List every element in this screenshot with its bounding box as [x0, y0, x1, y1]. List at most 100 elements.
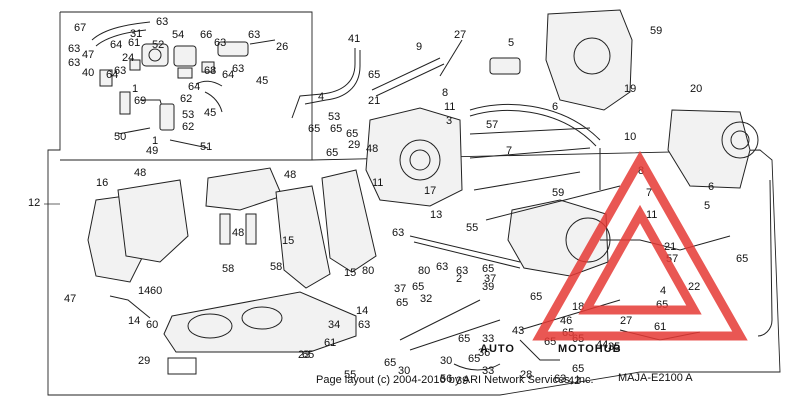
callout-9: 9	[416, 41, 422, 53]
callout-8: 8	[442, 87, 448, 99]
callout-67: 67	[74, 22, 86, 34]
callout-43: 43	[512, 325, 524, 337]
callout-39: 39	[482, 281, 494, 293]
callout-59: 59	[552, 187, 564, 199]
callout-6: 6	[708, 181, 714, 193]
callout-29: 29	[138, 355, 150, 367]
callout-65: 65	[572, 363, 584, 375]
callout-60: 60	[150, 285, 162, 297]
callout-4: 4	[318, 91, 324, 103]
callout-55: 55	[466, 222, 478, 234]
callout-48: 48	[134, 167, 146, 179]
callout-65: 65	[468, 353, 480, 365]
diagram-frame	[44, 11, 781, 396]
callout-80: 80	[362, 265, 374, 277]
callout-63: 63	[392, 227, 404, 239]
callout-65: 65	[458, 333, 470, 345]
callout-68: 68	[204, 65, 216, 77]
callout-64: 64	[110, 39, 122, 51]
callout-1: 1	[152, 135, 158, 147]
callout-61: 61	[654, 321, 666, 333]
callout-52: 52	[152, 39, 164, 51]
watermark-auto-text: AUTO	[480, 343, 515, 355]
throttle-cable-group	[291, 39, 601, 190]
callout-15: 15	[344, 267, 356, 279]
callout-65: 65	[412, 281, 424, 293]
callout-45: 45	[256, 75, 268, 87]
callout-64: 64	[188, 81, 200, 93]
callout-40: 40	[82, 67, 94, 79]
callout-48: 48	[284, 169, 296, 181]
callout-26: 26	[276, 41, 288, 53]
callout-63: 63	[114, 65, 126, 77]
callout-63: 63	[68, 43, 80, 55]
callout-66: 66	[200, 29, 212, 41]
callout-8: 8	[638, 165, 644, 177]
callout-65: 65	[330, 123, 342, 135]
callout-47: 47	[64, 293, 76, 305]
callout-65: 65	[396, 297, 408, 309]
diagram-code: MAJA-E2100 A	[618, 372, 693, 384]
callout-17: 17	[424, 185, 436, 197]
carburetor-bodies	[365, 9, 759, 277]
callout-64: 64	[222, 69, 234, 81]
callout-24: 24	[122, 52, 134, 64]
callout-27: 27	[620, 315, 632, 327]
callout-13: 13	[430, 209, 442, 221]
callout-62: 62	[182, 121, 194, 133]
callout-15: 15	[282, 235, 294, 247]
callout-11: 11	[646, 209, 657, 221]
callout-65: 65	[530, 291, 542, 303]
callout-80: 80	[418, 265, 430, 277]
callout-4: 4	[660, 285, 666, 297]
callout-36: 36	[478, 347, 490, 359]
callout-5: 5	[704, 200, 710, 212]
callout-10: 10	[624, 131, 636, 143]
callout-32: 32	[420, 293, 432, 305]
callout-58: 58	[270, 261, 282, 273]
callout-12: 12	[28, 197, 40, 209]
callout-39: 39	[456, 375, 468, 387]
callout-21: 21	[368, 95, 380, 107]
callout-63: 63	[554, 373, 566, 385]
callout-55: 55	[344, 369, 356, 381]
air-cleaner-case	[109, 291, 357, 375]
watermark-motohub-text: MOTOHUB	[558, 343, 622, 355]
callout-57: 57	[486, 119, 498, 131]
callout-63: 63	[156, 16, 168, 28]
callout-27: 27	[454, 29, 466, 41]
callout-63: 63	[456, 265, 468, 277]
callout-7: 7	[506, 145, 512, 157]
callout-64: 64	[106, 69, 118, 81]
callout-44: 44	[596, 339, 608, 351]
callout-6: 6	[552, 101, 558, 113]
callout-69: 69	[134, 95, 146, 107]
callout-51: 51	[200, 141, 212, 153]
callout-65: 65	[482, 263, 494, 275]
callout-62: 62	[180, 93, 192, 105]
callout-30: 30	[440, 355, 452, 367]
callout-35: 35	[608, 341, 620, 353]
callout-63: 63	[436, 261, 448, 273]
callout-61: 61	[324, 337, 336, 349]
callout-61: 61	[128, 37, 140, 49]
callout-37: 37	[394, 283, 406, 295]
callout-65: 65	[736, 253, 748, 265]
callout-65: 65	[302, 349, 314, 361]
callout-14: 14	[128, 315, 140, 327]
callout-45: 45	[204, 107, 216, 119]
callout-22: 22	[688, 281, 700, 293]
callout-63: 63	[358, 319, 370, 331]
callout-11: 11	[444, 101, 455, 113]
callout-23: 23	[298, 349, 310, 361]
callout-63: 63	[232, 63, 244, 75]
callout-31: 31	[130, 28, 142, 40]
callout-5: 5	[508, 37, 514, 49]
callout-28: 28	[520, 369, 532, 381]
callout-56: 56	[440, 373, 452, 385]
intake-boots-group	[87, 167, 377, 289]
callout-1: 1	[132, 83, 138, 95]
fittings-group	[91, 21, 276, 149]
copyright-text: Page layout (c) 2004-2016 by ARI Network…	[316, 374, 594, 386]
